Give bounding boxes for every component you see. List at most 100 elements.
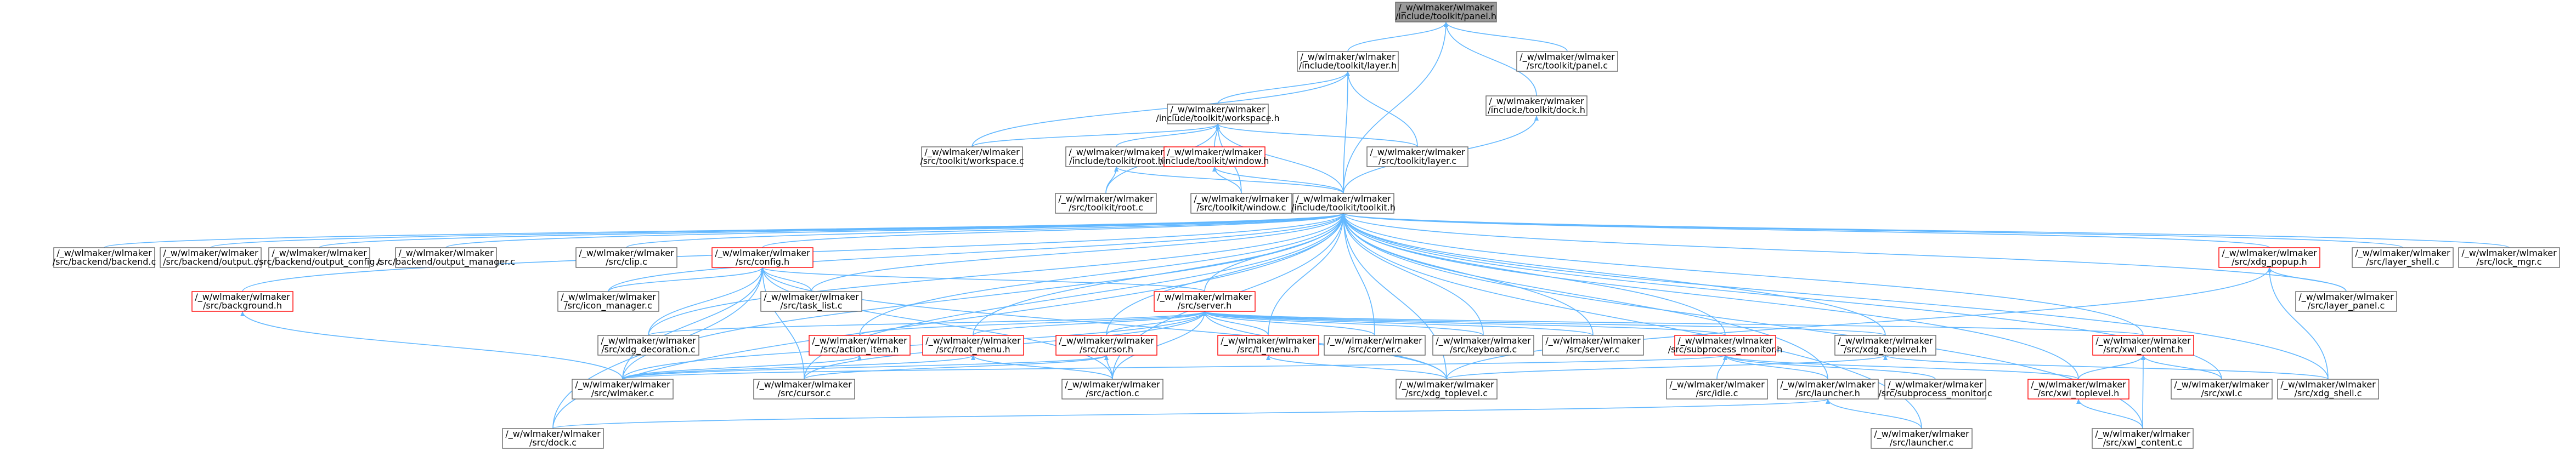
node-root-c[interactable]: /_w/wlmaker/wlmaker/src/toolkit/root.c <box>1055 193 1157 214</box>
node-layer-c[interactable]: /_w/wlmaker/wlmaker/src/toolkit/layer.c <box>1366 146 1468 167</box>
node-box <box>711 247 814 268</box>
node-launcher-h[interactable]: /_w/wlmaker/wlmaker/src/launcher.h <box>1777 379 1879 400</box>
node-panel-h[interactable]: /_w/wlmaker/wlmaker/include/toolkit/pane… <box>1395 2 1497 22</box>
node-label-line: /src/toolkit/layer.c <box>1379 156 1456 166</box>
edge-wlmaker_c-to-root_menu_h <box>622 355 974 380</box>
node-keyboard-c[interactable]: /_w/wlmaker/wlmaker/src/keyboard.c <box>1432 335 1534 356</box>
node-workspace-c[interactable]: /_w/wlmaker/wlmaker/src/toolkit/workspac… <box>920 146 1024 167</box>
node-action-item-h[interactable]: /_w/wlmaker/wlmaker/src/action_item.h <box>809 335 911 356</box>
arrowhead-layer_panel_c-to-xdg_popup_h <box>2267 267 2272 272</box>
node-backend-c[interactable]: /_w/wlmaker/wlmaker/src/backend/backend.… <box>53 247 156 268</box>
node-box <box>1167 104 1269 124</box>
node-output-config-c[interactable]: /_w/wlmaker/wlmaker/src/backend/output_c… <box>256 247 383 268</box>
edge-xdg_toplevel_h-to-server_h <box>1204 311 1886 336</box>
node-xdg-decoration-c[interactable]: /_w/wlmaker/wlmaker/src/xdg_decoration.c <box>597 335 699 356</box>
node-cursor-h[interactable]: /_w/wlmaker/wlmaker/src/cursor.h <box>1055 335 1157 356</box>
node-label-line: /_w/wlmaker/wlmaker <box>2461 248 2557 259</box>
node-server-c[interactable]: /_w/wlmaker/wlmaker/src/server.c <box>1542 335 1644 356</box>
node-label-line: /_w/wlmaker/wlmaker <box>1545 335 1641 346</box>
node-root-h[interactable]: /_w/wlmaker/wlmaker/include/toolkit/root… <box>1065 146 1167 167</box>
node-label-line: /_w/wlmaker/wlmaker <box>2298 292 2394 303</box>
node-window-h[interactable]: /_w/wlmaker/wlmaker/include/toolkit/wind… <box>1160 146 1269 167</box>
node-box <box>1884 379 1986 400</box>
node-label-line: /src/action_item.h <box>821 344 899 355</box>
node-xdg-popup-h[interactable]: /_w/wlmaker/wlmaker/src/xdg_popup.h <box>2218 247 2320 268</box>
node-subprocess-monitor-h[interactable]: /_w/wlmaker/wlmaker/src/subprocess_monit… <box>1668 335 1783 356</box>
edge-layer_h-to-panel_h <box>1347 21 1447 52</box>
node-box <box>1190 193 1292 214</box>
node-clip-c[interactable]: /_w/wlmaker/wlmaker/src/clip.c <box>575 247 677 268</box>
edge-layer_c-to-layer_h <box>1347 71 1418 147</box>
node-idle-c[interactable]: /_w/wlmaker/wlmaker/src/idle.c <box>1666 379 1768 400</box>
node-lock-mgr-c[interactable]: /_w/wlmaker/wlmaker/src/lock_mgr.c <box>2458 247 2560 268</box>
node-background-h[interactable]: /_w/wlmaker/wlmaker/src/background.h <box>191 291 293 312</box>
node-config-h[interactable]: /_w/wlmaker/wlmaker/src/config.h <box>711 247 814 268</box>
node-label-line: /_w/wlmaker/wlmaker <box>195 292 290 303</box>
node-task-list-c[interactable]: /_w/wlmaker/wlmaker/src/task_list.c <box>760 291 862 312</box>
node-label-line: /_w/wlmaker/wlmaker <box>812 335 907 346</box>
node-dock-c[interactable]: /_w/wlmaker/wlmaker/src/dock.c <box>502 428 604 449</box>
edge-keyboard_c-to-server_h <box>1204 311 1484 336</box>
node-corner-c[interactable]: /_w/wlmaker/wlmaker/src/corner.c <box>1324 335 1426 356</box>
node-layer-panel-c[interactable]: /_w/wlmaker/wlmaker/src/layer_panel.c <box>2295 291 2397 312</box>
node-label-line: /src/cursor.c <box>778 388 831 398</box>
node-icon-manager-c[interactable]: /_w/wlmaker/wlmaker/src/icon_manager.c <box>557 291 659 312</box>
edge-wlmaker_c-to-action_item_h <box>622 355 860 380</box>
node-dock-h[interactable]: /_w/wlmaker/wlmaker/include/toolkit/dock… <box>1485 95 1588 116</box>
node-layer-shell-c[interactable]: /_w/wlmaker/wlmaker/src/layer_shell.c <box>2352 247 2454 268</box>
arrowhead-wlmaker_c-to-action_item_h <box>857 355 862 360</box>
node-action-c[interactable]: /_w/wlmaker/wlmaker/src/action.c <box>1061 379 1163 400</box>
edge-xwl_toplevel_h-to-toolkit_h <box>1343 213 2079 380</box>
node-cursor-c[interactable]: /_w/wlmaker/wlmaker/src/cursor.c <box>753 379 855 400</box>
node-label-line: /src/background.h <box>203 300 282 311</box>
node-subprocess-monitor-c[interactable]: /_w/wlmaker/wlmaker/src/subprocess_monit… <box>1878 379 1992 400</box>
node-xdg-toplevel-h[interactable]: /_w/wlmaker/wlmaker/src/xdg_toplevel.h <box>1834 335 1936 356</box>
node-layer-h[interactable]: /_w/wlmaker/wlmaker/include/toolkit/laye… <box>1297 51 1399 72</box>
node-xdg-shell-c[interactable]: /_w/wlmaker/wlmaker/src/xdg_shell.c <box>2277 379 2379 400</box>
node-workspace-h[interactable]: /_w/wlmaker/wlmaker/include/toolkit/work… <box>1156 104 1280 124</box>
node-xwl-content-c[interactable]: /_w/wlmaker/wlmaker/src/xwl_content.c <box>2092 428 2194 449</box>
node-launcher-c[interactable]: /_w/wlmaker/wlmaker/src/launcher.c <box>1871 428 1973 449</box>
edge-xdg_decoration_c-to-config_h <box>648 267 763 336</box>
edge-server_c-to-server_h <box>1204 311 1594 336</box>
node-window-c[interactable]: /_w/wlmaker/wlmaker/src/toolkit/window.c <box>1190 193 1292 214</box>
node-root-menu-h[interactable]: /_w/wlmaker/wlmaker/src/root_menu.h <box>922 335 1024 356</box>
node-toolkit-h[interactable]: /_w/wlmaker/wlmaker/include/toolkit/tool… <box>1291 193 1396 214</box>
node-label-line: /src/xdg_decoration.c <box>601 344 695 355</box>
node-label-line: /src/lock_mgr.c <box>2476 256 2541 267</box>
node-wlmaker-c[interactable]: /_w/wlmaker/wlmaker/src/wlmaker.c <box>572 379 674 400</box>
node-label-line: /src/idle.c <box>1696 388 1738 398</box>
node-box <box>1055 335 1157 356</box>
edge-xdg_popup_h-to-toolkit_h <box>1343 213 2270 248</box>
node-xdg-toplevel-c[interactable]: /_w/wlmaker/wlmaker/src/xdg_toplevel.c <box>1396 379 1498 400</box>
node-server-h[interactable]: /_w/wlmaker/wlmaker/src/server.h <box>1154 291 1256 312</box>
node-label-line: /_w/wlmaker/wlmaker <box>575 379 670 390</box>
node-label-line: /_w/wlmaker/wlmaker <box>1296 193 1391 204</box>
node-output-manager-c[interactable]: /_w/wlmaker/wlmaker/src/backend/output_m… <box>377 247 515 268</box>
node-tl-menu-h[interactable]: /_w/wlmaker/wlmaker/src/tl_menu.h <box>1217 335 1319 356</box>
edge-panel_c-to-panel_h <box>1445 21 1568 52</box>
node-label-line: /src/xdg_toplevel.h <box>1844 344 1927 355</box>
arrowhead-toolkit_h-to-panel_h <box>1444 22 1448 27</box>
node-xwl-c[interactable]: /_w/wlmaker/wlmaker/src/xwl.c <box>2171 379 2273 400</box>
node-box <box>921 146 1023 167</box>
node-xwl-toplevel-h[interactable]: /_w/wlmaker/wlmaker/src/xwl_toplevel.h <box>2027 379 2129 400</box>
node-label-line: /src/clip.c <box>606 256 647 267</box>
edge-xdg_toplevel_c-to-xdg_popup_h <box>1446 267 2270 380</box>
node-label-line: /_w/wlmaker/wlmaker <box>579 248 674 259</box>
node-panel-c[interactable]: /_w/wlmaker/wlmaker/src/toolkit/panel.c <box>1516 51 1618 72</box>
node-label-line: /src/backend/output_manager.c <box>377 256 515 267</box>
edge-action_item_h-to-server_h <box>859 311 1205 336</box>
node-box <box>2171 379 2273 400</box>
node-label-line: /include/toolkit/panel.h <box>1396 11 1496 21</box>
node-label-line: /_w/wlmaker/wlmaker <box>1874 429 1969 440</box>
node-box <box>760 291 862 312</box>
edge-action_c-to-root_menu_h <box>973 355 1113 380</box>
node-xwl-content-h[interactable]: /_w/wlmaker/wlmaker/src/xwl_content.h <box>2092 335 2194 356</box>
node-box <box>2458 247 2560 268</box>
edge-workspace_c-to-layer_h <box>971 71 1348 147</box>
node-label-line: /src/icon_manager.c <box>564 300 652 311</box>
node-output-c[interactable]: /_w/wlmaker/wlmaker/src/backend/output.c <box>160 247 262 268</box>
node-label-line: /_w/wlmaker/wlmaker <box>1170 104 1266 115</box>
edge-output_config_c-to-toolkit_h <box>319 213 1344 248</box>
